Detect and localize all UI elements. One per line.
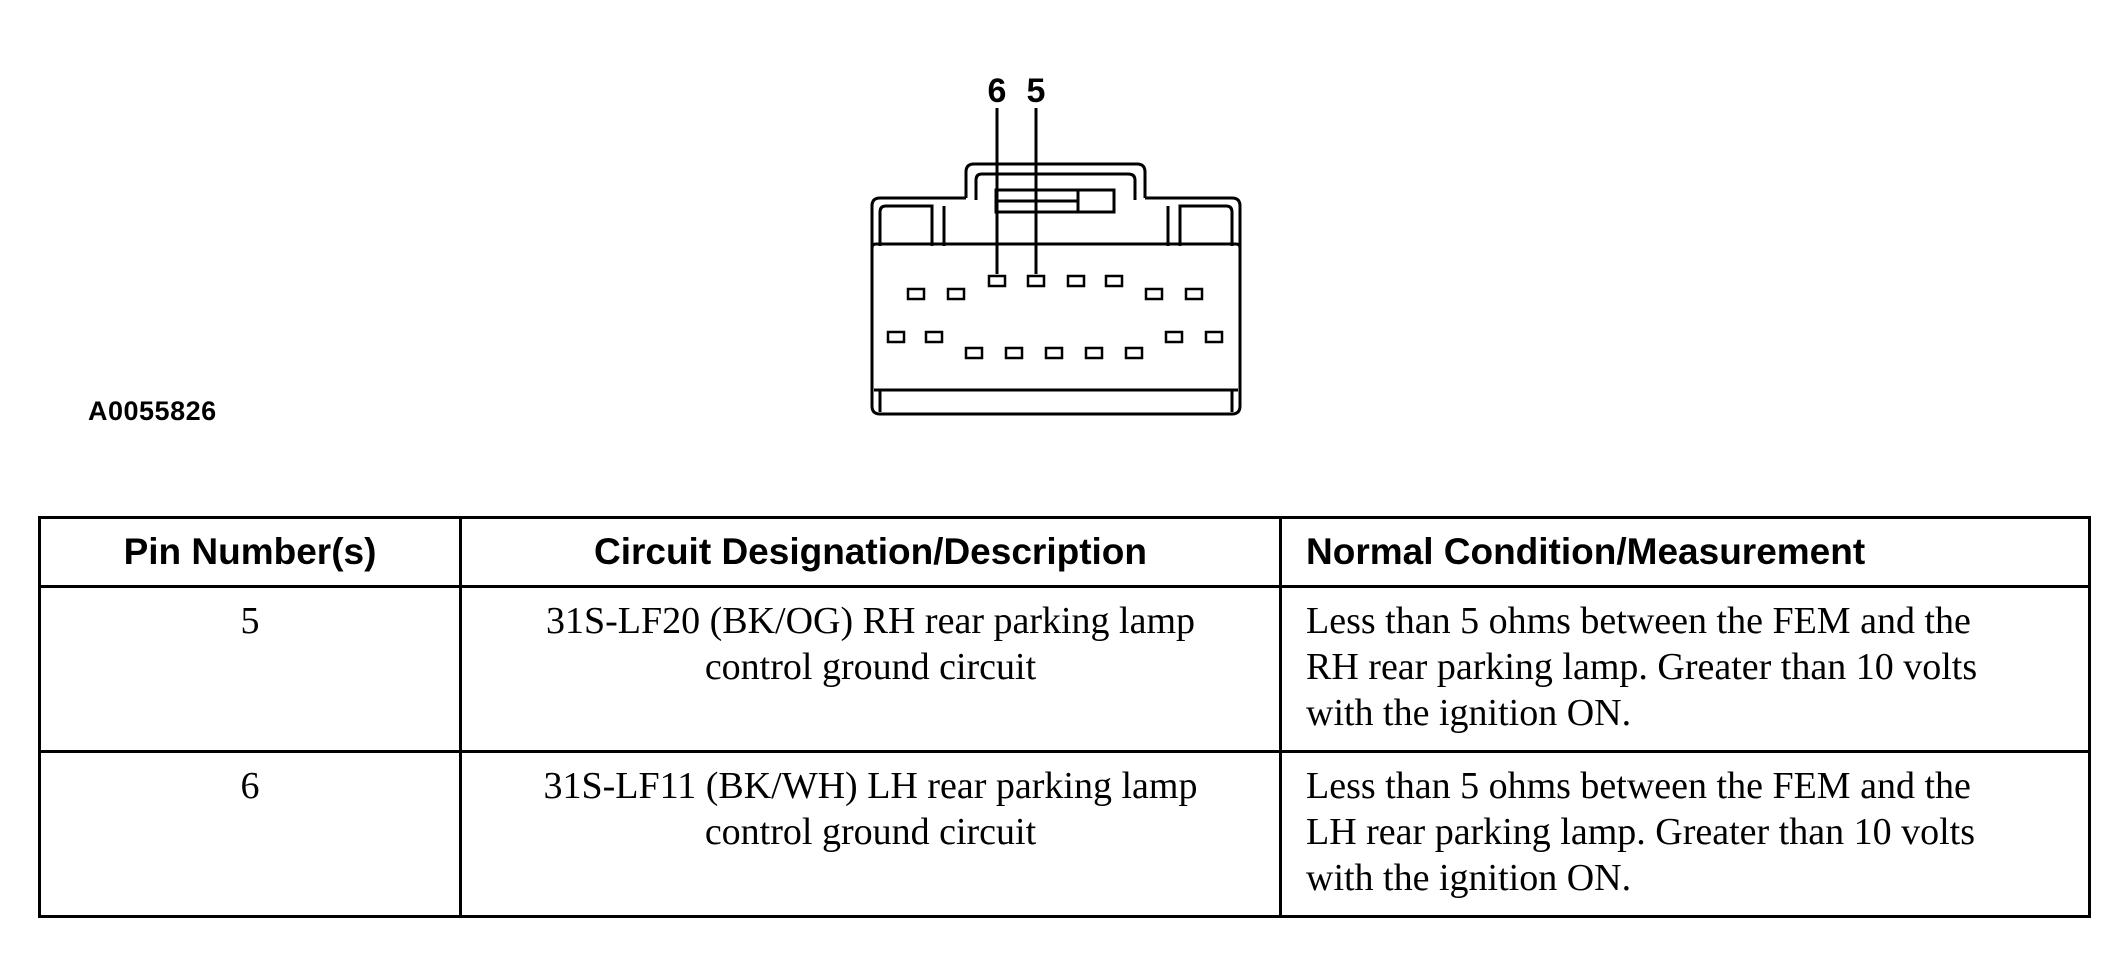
pin-cavity-6 bbox=[987, 274, 1007, 288]
cell-pin-number: 6 bbox=[38, 750, 462, 918]
circuit-line: 31S-LF11 (BK/WH) LH rear parking lamp bbox=[543, 765, 1198, 807]
circuit-line: control ground circuit bbox=[704, 646, 1037, 688]
circuit-line: 31S-LF20 (BK/OG) RH rear parking lamp bbox=[545, 600, 1196, 642]
pin-cavity bbox=[906, 287, 926, 301]
cell-normal-condition: Less than 5 ohms between the FEM and the… bbox=[1279, 585, 2091, 753]
pin-table: Pin Number(s) Circuit Designation/Descri… bbox=[38, 516, 2091, 918]
pin-cavity bbox=[1066, 274, 1086, 288]
cell-pin-number: 5 bbox=[38, 585, 462, 753]
condition-line: RH rear parking lamp. Greater than 10 vo… bbox=[1306, 646, 1978, 688]
header-circuit-designation: Circuit Designation/Description bbox=[459, 516, 1282, 588]
table-row: 6 31S-LF11 (BK/WH) LH rear parking lamp … bbox=[38, 750, 2091, 918]
pin-cavity bbox=[886, 330, 906, 344]
condition-line: Less than 5 ohms between the FEM and the bbox=[1306, 765, 1971, 807]
pin-cavity bbox=[964, 346, 984, 360]
pin-cavity bbox=[1204, 330, 1224, 344]
condition-line: with the ignition ON. bbox=[1306, 857, 1632, 899]
pin-cavity bbox=[1184, 287, 1204, 301]
cell-normal-condition: Less than 5 ohms between the FEM and the… bbox=[1279, 750, 2091, 918]
pin-cavity bbox=[924, 330, 944, 344]
pin-cavity-5 bbox=[1026, 274, 1046, 288]
connector-diagram: 6 5 bbox=[870, 72, 1242, 416]
connector-body bbox=[870, 162, 1242, 416]
pin-cavity bbox=[1084, 346, 1104, 360]
condition-line: LH rear parking lamp. Greater than 10 vo… bbox=[1306, 811, 1975, 853]
pin-cavity bbox=[1004, 346, 1024, 360]
table-row: 5 31S-LF20 (BK/OG) RH rear parking lamp … bbox=[38, 585, 2091, 753]
pin-cavity bbox=[1044, 346, 1064, 360]
circuit-line: control ground circuit bbox=[704, 811, 1037, 853]
pin-cavity bbox=[1124, 346, 1144, 360]
header-normal-condition: Normal Condition/Measurement bbox=[1279, 516, 2091, 588]
pin-cavity bbox=[1104, 274, 1124, 288]
callout-pin-5: 5 bbox=[1027, 72, 1046, 110]
condition-line: Less than 5 ohms between the FEM and the bbox=[1306, 600, 1971, 642]
pin-cavity bbox=[1144, 287, 1164, 301]
pin-cavity bbox=[946, 287, 966, 301]
figure-id: A0055826 bbox=[88, 396, 217, 426]
header-pin-number: Pin Number(s) bbox=[38, 516, 462, 588]
condition-line: with the ignition ON. bbox=[1306, 692, 1632, 734]
cell-circuit-description: 31S-LF11 (BK/WH) LH rear parking lamp co… bbox=[459, 750, 1282, 918]
connector-pin-cavities bbox=[886, 274, 1224, 360]
table-header-row: Pin Number(s) Circuit Designation/Descri… bbox=[38, 516, 2091, 588]
cell-circuit-description: 31S-LF20 (BK/OG) RH rear parking lamp co… bbox=[459, 585, 1282, 753]
callout-pin-6: 6 bbox=[988, 72, 1007, 110]
pin-cavity bbox=[1164, 330, 1184, 344]
